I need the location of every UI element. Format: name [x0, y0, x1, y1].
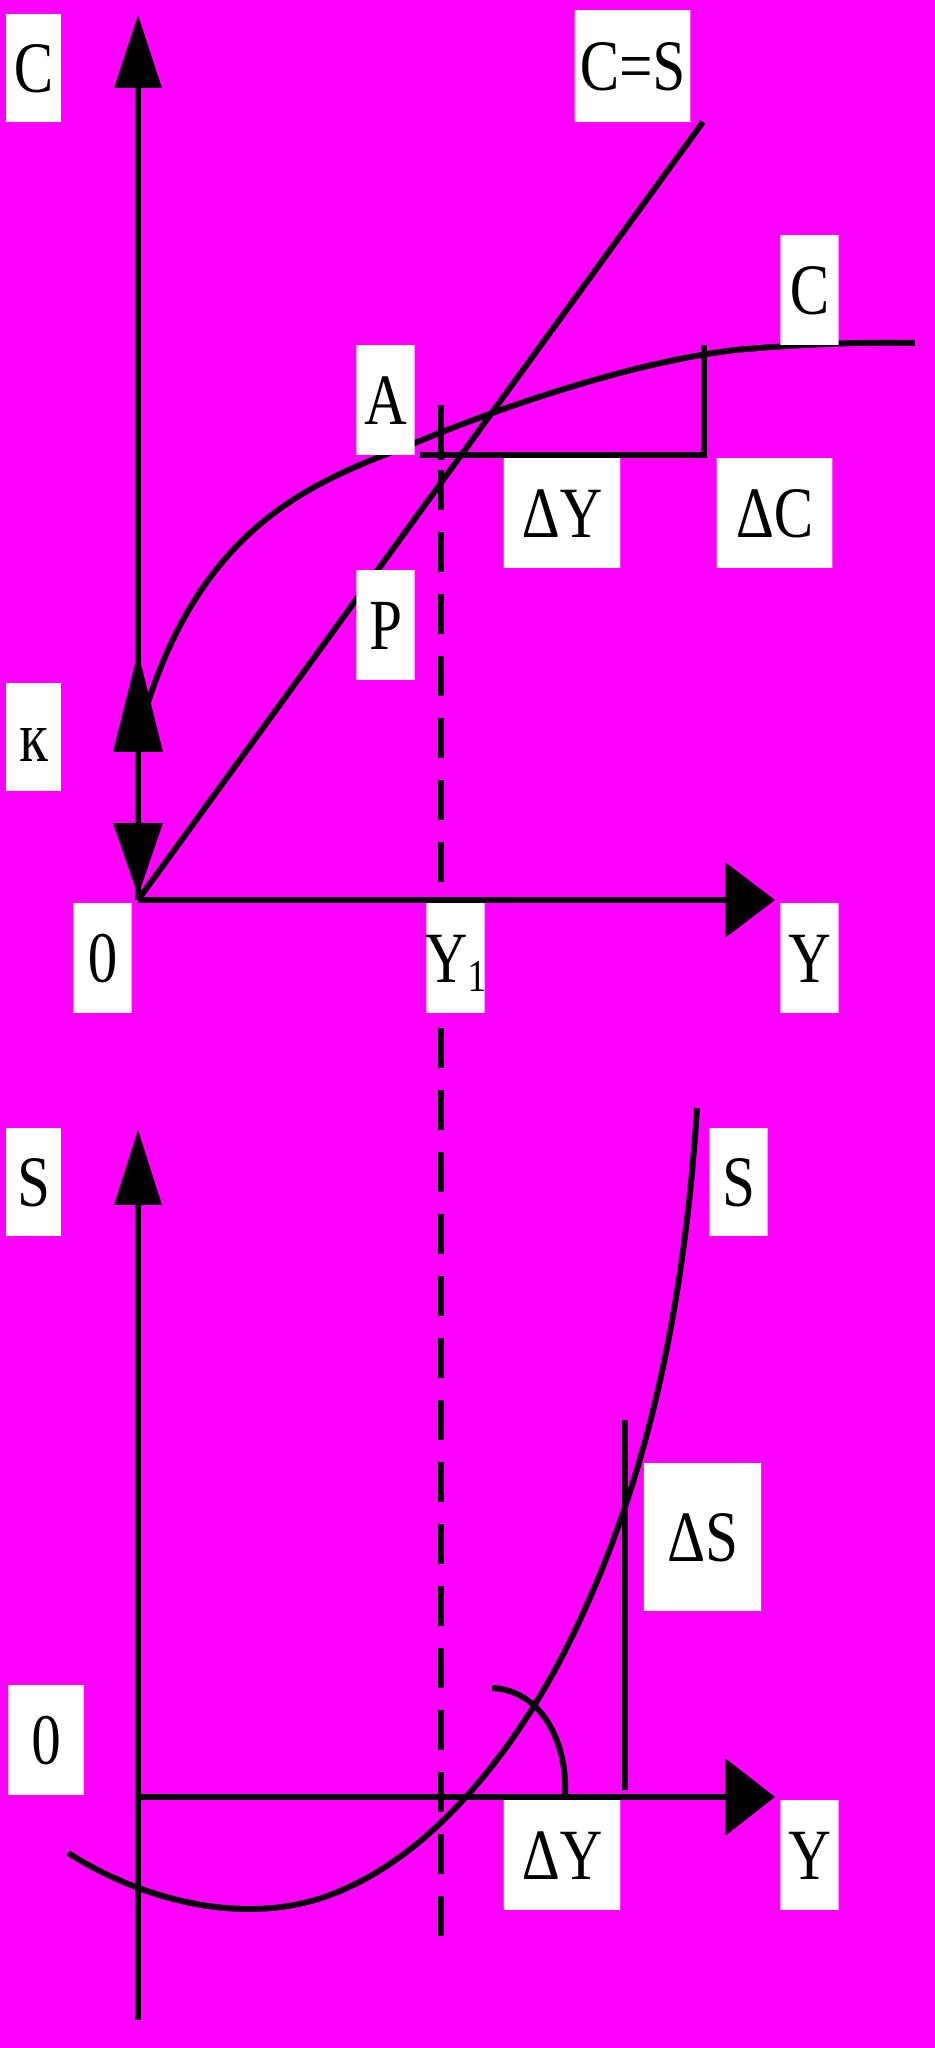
delta-c-label: ΔC [716, 458, 833, 568]
c-equals-s-line [135, 120, 706, 902]
origin-top-label: 0 [73, 903, 132, 1013]
c-equals-s-label: C=S [574, 10, 691, 122]
consumption-curve [139, 339, 916, 723]
y-axis-bottom-label: Y [780, 1800, 839, 1910]
delta-y-bottom-label: ΔY [503, 1800, 621, 1910]
point-a-label: A [356, 345, 415, 455]
s-axis-arrowhead [114, 1130, 162, 1205]
y-axis-top-arrowhead [725, 862, 775, 938]
point-p-label: P [356, 570, 415, 680]
k-label: к [6, 683, 61, 791]
origin-bottom-label: 0 [8, 1685, 84, 1795]
y-axis-bottom-arrowhead [725, 1758, 775, 1836]
y-axis-top-label: Y [780, 903, 839, 1013]
savings-curve-label: S [709, 1128, 768, 1236]
slope-angle-arc [491, 1685, 569, 1798]
k-arrow-down [113, 823, 163, 896]
delta-y-top-label: ΔY [503, 458, 621, 568]
s-axis-label: S [6, 1128, 61, 1236]
y1-main: Y [424, 918, 468, 998]
y1-subscript: 1 [467, 950, 487, 1001]
savings-curve [66, 1107, 700, 1912]
c-axis-label: C [6, 14, 61, 122]
delta-s-label: ΔS [643, 1463, 762, 1611]
consumption-curve-label: C [780, 235, 839, 345]
k-arrow-up [113, 652, 163, 752]
c-axis-arrowhead [114, 15, 162, 88]
